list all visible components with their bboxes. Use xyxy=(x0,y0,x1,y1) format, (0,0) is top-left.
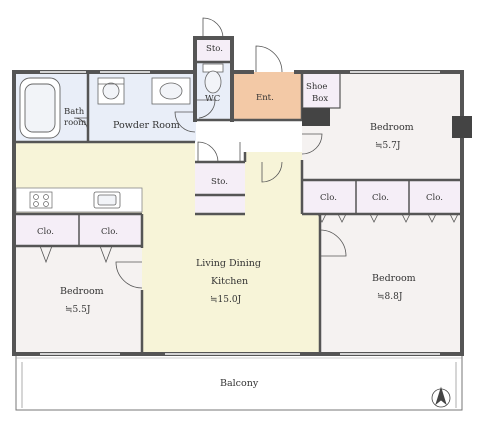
doors xyxy=(73,17,347,289)
entrance-floor xyxy=(232,72,302,120)
bedroom-w-label: Bedroom xyxy=(60,286,104,297)
kitchen-sink-icon xyxy=(93,191,121,209)
bathtub-icon xyxy=(19,77,61,139)
shoe-box-label-2: Box xyxy=(312,94,328,104)
closet-west-label-1: Clo. xyxy=(37,227,54,237)
bath-room-label-2: room xyxy=(64,118,86,128)
ldk-area: ≒15.0J xyxy=(210,295,242,305)
shoe-box-floor-top xyxy=(302,72,340,108)
storage-mid-label: Sto. xyxy=(211,177,228,187)
storage-top-label: Sto. xyxy=(206,44,223,54)
bedroom-e-label: Bedroom xyxy=(372,273,416,284)
shoe-box-label-1: Shoe xyxy=(306,82,327,92)
bedroom-w-area: ≒5.5J xyxy=(65,305,91,315)
storage-mid-floor xyxy=(195,162,245,214)
balcony-label: Balcony xyxy=(220,378,259,389)
wc-label: WC xyxy=(205,94,220,104)
closet-east-label-2: Clo. xyxy=(372,193,389,203)
ldk-label-2: Kitchen xyxy=(211,276,248,287)
interior-walls xyxy=(16,60,462,352)
column-pillar xyxy=(452,116,472,138)
north-arrow-icon xyxy=(431,386,451,408)
toilet-icon xyxy=(202,63,224,94)
bedroom-e-area: ≒8.8J xyxy=(377,292,403,302)
closet-west-label-2: Clo. xyxy=(101,227,118,237)
bedroom-w-floor xyxy=(16,246,142,352)
closet-east-label-1: Clo. xyxy=(320,193,337,203)
ldk-label-1: Living Dining xyxy=(196,258,261,269)
balcony-floor xyxy=(15,354,463,411)
windows xyxy=(40,71,440,355)
washing-machine-icon xyxy=(97,77,125,105)
storage-top-floor xyxy=(195,38,232,62)
bedroom-ne-area: ≒5.7J xyxy=(375,141,401,151)
entrance-step xyxy=(302,108,330,126)
bedroom-ne-label: Bedroom xyxy=(370,122,414,133)
bedroom-e-floor xyxy=(320,214,462,352)
closet-east-floor xyxy=(302,180,462,214)
stove-icon xyxy=(29,191,53,209)
bath-room-label-1: Bath xyxy=(64,107,85,117)
closet-east-label-3: Clo. xyxy=(426,193,443,203)
washbasin-icon xyxy=(151,77,191,105)
entrance-label: Ent. xyxy=(256,93,274,103)
powder-room-label: Powder Room xyxy=(113,120,180,131)
